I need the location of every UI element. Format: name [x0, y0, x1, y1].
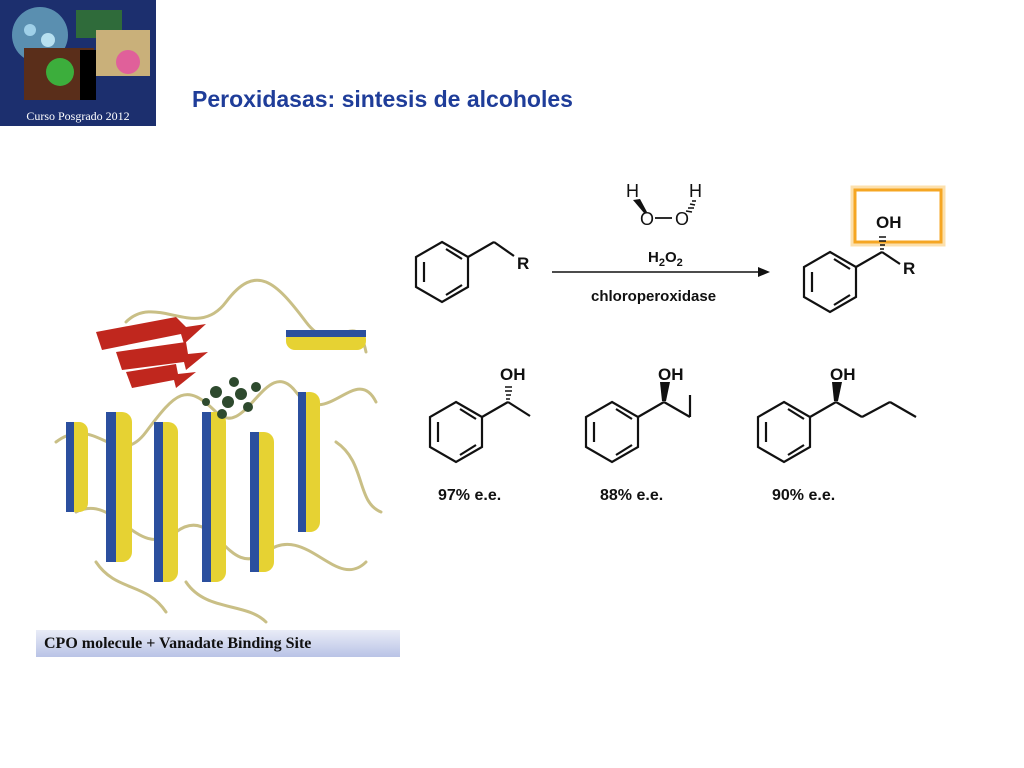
cpo-protein-structure-image	[54, 278, 383, 624]
reagent-label: H2O2	[648, 249, 683, 269]
product-highlight-box	[853, 188, 943, 244]
example-2-wedge-bond	[660, 382, 670, 401]
example-3-ee-label: 90% e.e.	[772, 487, 835, 504]
figure-caption: CPO molecule + Vanadate Binding Site	[36, 630, 400, 657]
reaction-arrow-head	[758, 267, 770, 277]
course-logo: Curso Posgrado 2012	[0, 0, 156, 126]
logo-caption: Curso Posgrado 2012	[26, 109, 130, 123]
example-3-molecule	[756, 400, 917, 464]
logo-collage-image	[0, 0, 156, 110]
product-molecule	[802, 250, 901, 314]
helix-group	[66, 330, 366, 582]
example-2-molecule	[584, 395, 692, 464]
binding-site-atoms	[202, 377, 261, 419]
product-oh-label: OH	[876, 213, 902, 232]
product-r-label: R	[903, 259, 915, 278]
example-1-oh-label: OH	[500, 365, 526, 384]
example-3-oh-label: OH	[830, 365, 856, 384]
example-2-ee-label: 88% e.e.	[600, 487, 663, 504]
example-1-molecule	[428, 400, 531, 464]
peroxide-h-right: H	[689, 181, 702, 201]
page-title: Peroxidasas: sintesis de alcoholes	[192, 86, 573, 112]
beta-sheet-group	[96, 317, 208, 388]
peroxide-h-left: H	[626, 181, 639, 201]
example-3-wedge-bond	[832, 382, 842, 401]
substrate-r-label: R	[517, 254, 529, 273]
peroxide-o-right: O	[675, 209, 689, 229]
enzyme-label: chloroperoxidase	[591, 288, 716, 305]
peroxide-o-left: O	[640, 209, 654, 229]
substrate-molecule	[414, 240, 515, 304]
peroxide-structure: H H O O	[626, 181, 702, 229]
example-2-oh-label: OH	[658, 365, 684, 384]
example-1-ee-label: 97% e.e.	[438, 487, 501, 504]
reaction-scheme: R H H O O H2O2 chloroperoxidase OH R	[414, 181, 946, 504]
